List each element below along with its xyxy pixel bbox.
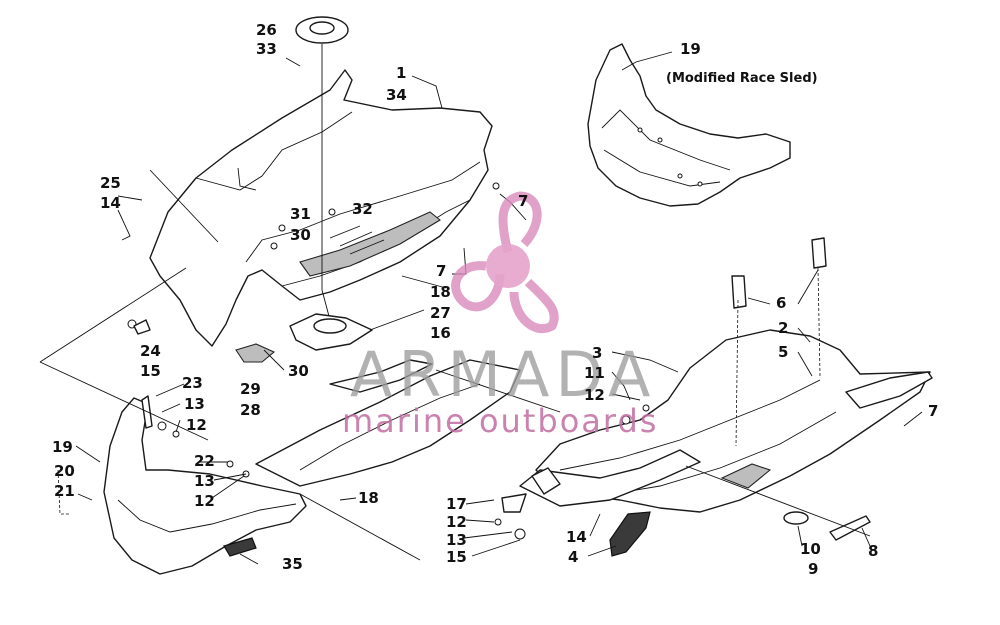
callout-26: 26 <box>256 21 277 39</box>
callout-12-c: 12 <box>446 513 467 531</box>
plug-10 <box>783 511 809 525</box>
callout-21: 21 <box>54 482 75 500</box>
deflector-4 <box>609 511 651 557</box>
callout-6: 6 <box>776 294 786 312</box>
callout-29: 29 <box>240 380 261 398</box>
callout-32: 32 <box>352 200 373 218</box>
callout-4: 4 <box>568 548 578 566</box>
callout-7-top: 7 <box>518 192 528 210</box>
callout-22: 22 <box>194 452 215 470</box>
callout-33: 33 <box>256 40 277 58</box>
callout-7-right: 7 <box>928 402 938 420</box>
front-bumper <box>103 397 307 575</box>
callout-28: 28 <box>240 401 261 419</box>
callout-35: 35 <box>282 555 303 573</box>
callout-20: 20 <box>54 462 75 480</box>
callout-13-a: 13 <box>184 395 205 413</box>
callout-19-left: 19 <box>52 438 73 456</box>
race-sled-bumper <box>587 43 791 207</box>
callout-24: 24 <box>140 342 161 360</box>
callout-1: 1 <box>396 64 406 82</box>
callout-30-top: 30 <box>290 226 311 244</box>
callout-27: 27 <box>430 304 451 322</box>
callout-leaders <box>57 51 923 565</box>
callout-12-a: 12 <box>186 416 207 434</box>
callout-2: 2 <box>778 319 788 337</box>
callout-23: 23 <box>182 374 203 392</box>
callout-5: 5 <box>778 343 788 361</box>
callout-8: 8 <box>868 542 878 560</box>
watermark-tagline: marine outboards <box>342 402 658 440</box>
callout-10: 10 <box>800 540 821 558</box>
callout-12-right: 12 <box>584 386 605 404</box>
callout-25: 25 <box>100 174 121 192</box>
frame-rail <box>519 449 701 507</box>
callout-31: 31 <box>290 205 311 223</box>
callout-7-mid: 7 <box>436 262 446 280</box>
outline <box>39 267 187 363</box>
clip-6 <box>731 237 827 309</box>
callout-15-bottom: 15 <box>446 548 467 566</box>
bracket-27 <box>289 313 373 351</box>
watermark-brand: ARMADA <box>350 338 656 411</box>
callout-9: 9 <box>808 560 818 578</box>
callout-3: 3 <box>592 344 602 362</box>
upper-belly-pan <box>149 69 493 347</box>
callout-19-top: 19 <box>680 40 701 58</box>
callouts: 26 33 1 34 25 14 31 30 32 7 7 18 27 16 2… <box>52 21 938 578</box>
grommet-26 <box>295 16 349 44</box>
callout-11: 11 <box>584 364 605 382</box>
callout-13-c: 13 <box>446 531 467 549</box>
callout-17: 17 <box>446 495 467 513</box>
hardware <box>127 182 650 540</box>
callout-14-top: 14 <box>100 194 121 212</box>
callout-14-bottom: 14 <box>566 528 587 546</box>
callout-15-left: 15 <box>140 362 161 380</box>
race-sled-note: (Modified Race Sled) <box>666 71 818 86</box>
callout-12-b: 12 <box>194 492 215 510</box>
callout-18-top: 18 <box>430 283 451 301</box>
callout-16: 16 <box>430 324 451 342</box>
bracket-29 <box>235 343 276 363</box>
callout-34: 34 <box>386 86 407 104</box>
callout-13-b: 13 <box>194 472 215 490</box>
callout-18-bottom: 18 <box>358 489 379 507</box>
watermark-logo <box>451 191 559 334</box>
callout-30-bottom: 30 <box>288 362 309 380</box>
lower-belly-pan <box>535 329 933 513</box>
skid-plate <box>255 359 521 487</box>
